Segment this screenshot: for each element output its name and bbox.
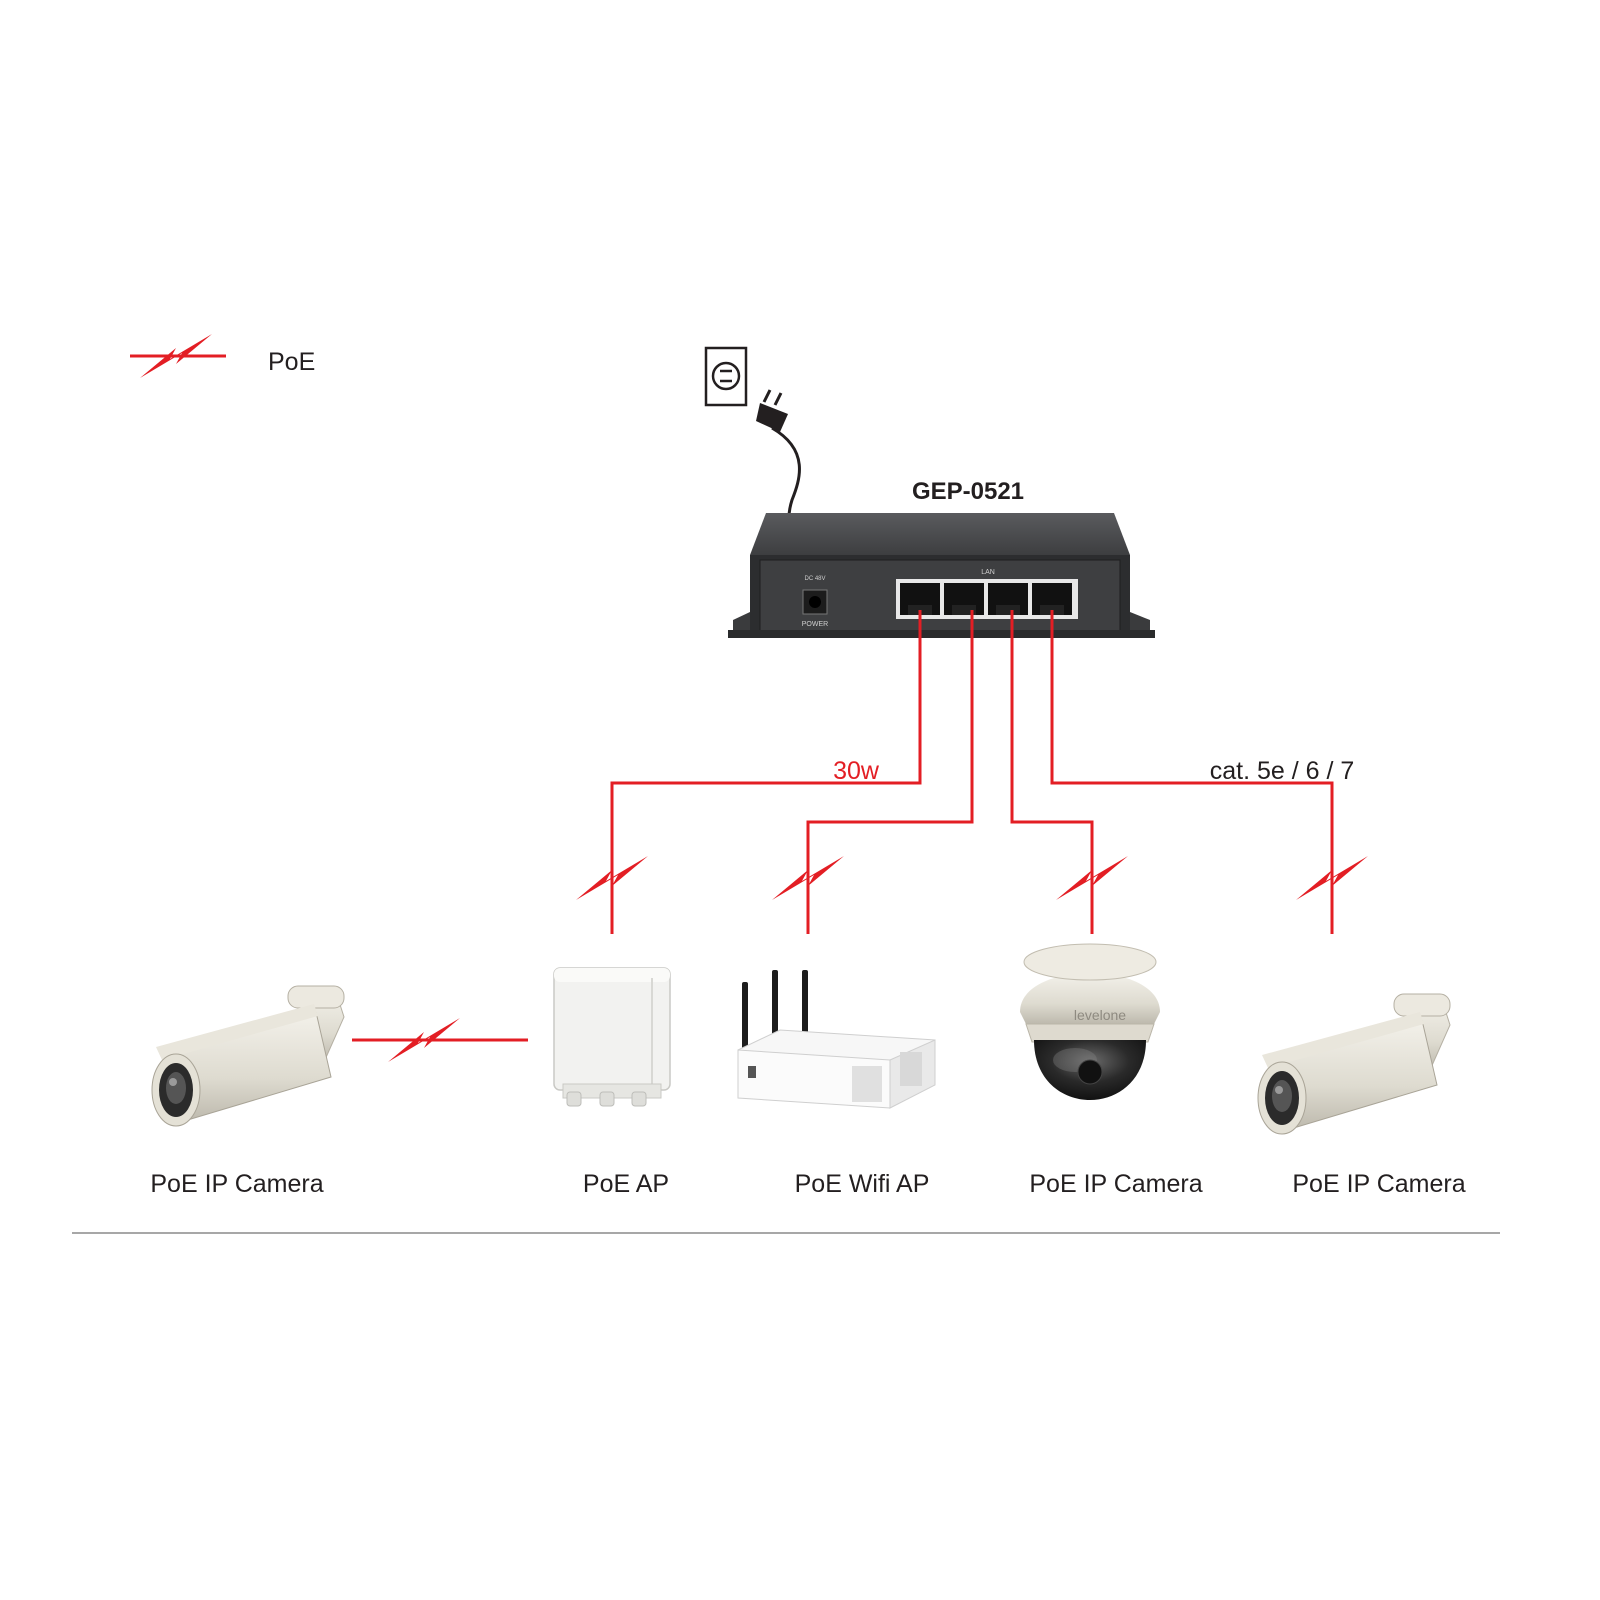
poe-cables [352,610,1334,1042]
lan-port-2 [944,583,984,615]
dome-camera-brand-logo: levelone [1074,1007,1126,1023]
switch-model-label: GEP-0521 [911,478,1025,505]
bullet-camera-icon [151,985,345,1127]
lan-port-3 [988,583,1028,615]
device-label-poe-ap: PoE AP [582,1170,670,1198]
legend-label: PoE [268,348,316,376]
power-panel-label: POWER [802,621,828,628]
legend [130,334,226,378]
lan-panel-label: LAN [981,569,995,576]
device-label-poe-wifi-ap: PoE Wifi AP [794,1170,930,1198]
bullet-camera-icon [1257,993,1451,1135]
dome-camera-icon: levelone [1020,943,1160,1100]
wifi-router-icon [737,970,936,1109]
power-annotation: 30w [833,757,879,785]
cable-annotation: cat. 5e / 6 / 7 [1209,757,1355,785]
poe-switch: POWER DC 48V LAN [728,513,1155,638]
device-label-poe-ip-camera: PoE IP Camera [1029,1170,1203,1198]
device-label-poe-ip-camera: PoE IP Camera [1292,1170,1466,1198]
dc-panel-label: DC 48V [804,576,825,582]
wall-outlet-icon [704,346,748,407]
outdoor-access-point-icon [553,967,671,1107]
poe-cable-4 [1050,610,1334,934]
poe-cable-1 [610,610,922,934]
device-label-poe-ip-camera: PoE IP Camera [150,1170,324,1198]
